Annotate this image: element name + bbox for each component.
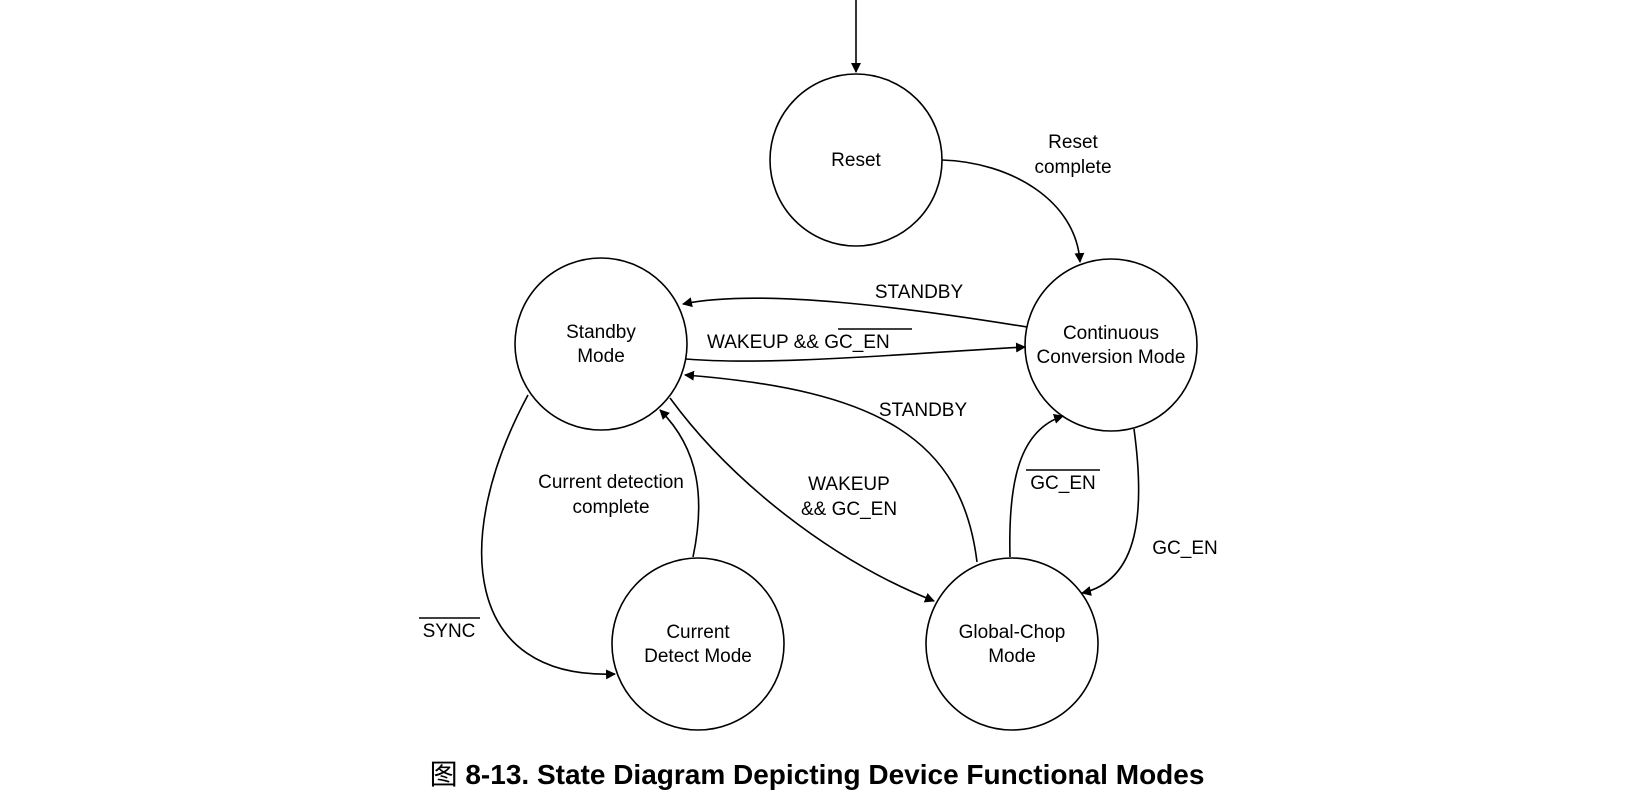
transition-wakeup-gc-en-label-line1: WAKEUP — [808, 474, 890, 495]
transition-not-gc-en-label: GC_EN — [1030, 473, 1095, 494]
transition-wakeup-not-gc-en-signal: GC_EN — [824, 332, 889, 353]
state-current-detect-mode: Current Detect Mode — [611, 557, 785, 731]
transition-not-gc-en: GC_EN — [1008, 414, 1100, 558]
transition-standby-from-global-chop-label: STANDBY — [879, 400, 968, 421]
transition-reset-complete: Reset complete — [941, 132, 1112, 263]
transition-wakeup-gc-en-label-line2: && GC_EN — [801, 499, 897, 520]
state-current-detect-label-line2: Detect Mode — [644, 646, 752, 667]
figure-caption-text: 8-13. State Diagram Depicting Device Fun… — [465, 759, 1204, 790]
state-global-chop-label-line2: Mode — [988, 646, 1036, 667]
transition-current-detection-complete-label-line2: complete — [572, 497, 649, 518]
transition-not-gc-en-signal: GC_EN — [1030, 473, 1095, 494]
transition-reset-complete-label-line1: Reset — [1048, 132, 1098, 153]
transition-sync: SYNC — [419, 394, 616, 680]
state-reset: Reset — [769, 73, 943, 247]
transition-wakeup-gc-en: WAKEUP && GC_EN — [669, 397, 935, 603]
state-standby-label-line2: Mode — [577, 346, 625, 367]
transition-current-detection-complete-label-line1: Current detection — [538, 472, 684, 493]
state-standby-label-line1: Standby — [566, 322, 636, 343]
state-standby-mode: Standby Mode — [514, 257, 688, 431]
figure-caption-prefix: 图 — [430, 759, 466, 790]
state-continuous-label-line2: Conversion Mode — [1037, 347, 1186, 368]
transition-gc-en-label: GC_EN — [1152, 538, 1217, 559]
transition-reset-complete-label-line2: complete — [1034, 157, 1111, 178]
figure-caption: 图 8-13. State Diagram Depicting Device F… — [430, 759, 1205, 790]
state-current-detect-label-line1: Current — [666, 622, 730, 643]
state-continuous-conversion-mode: Continuous Conversion Mode — [1024, 258, 1198, 432]
transition-standby-from-continuous-label: STANDBY — [875, 282, 964, 303]
transition-gc-en: GC_EN — [1081, 428, 1218, 596]
transition-wakeup-not-gc-en-label: WAKEUP && GC_EN — [707, 332, 890, 353]
transition-sync-label: SYNC — [423, 621, 476, 642]
transition-wakeup-not-gc-en-prefix: WAKEUP && — [707, 332, 824, 353]
transition-sync-signal: SYNC — [423, 621, 476, 642]
state-reset-label: Reset — [831, 150, 881, 171]
transition-current-detection-complete: Current detection complete — [538, 409, 700, 558]
transition-wakeup-not-gc-en: WAKEUP && GC_EN — [685, 328, 1026, 362]
transition-standby-from-continuous: STANDBY — [682, 282, 1028, 328]
state-global-chop-mode: Global-Chop Mode — [925, 557, 1099, 731]
state-continuous-label-line1: Continuous — [1063, 323, 1159, 344]
transition-standby-from-global-chop: STANDBY — [684, 370, 978, 563]
state-global-chop-label-line1: Global-Chop — [959, 622, 1066, 643]
